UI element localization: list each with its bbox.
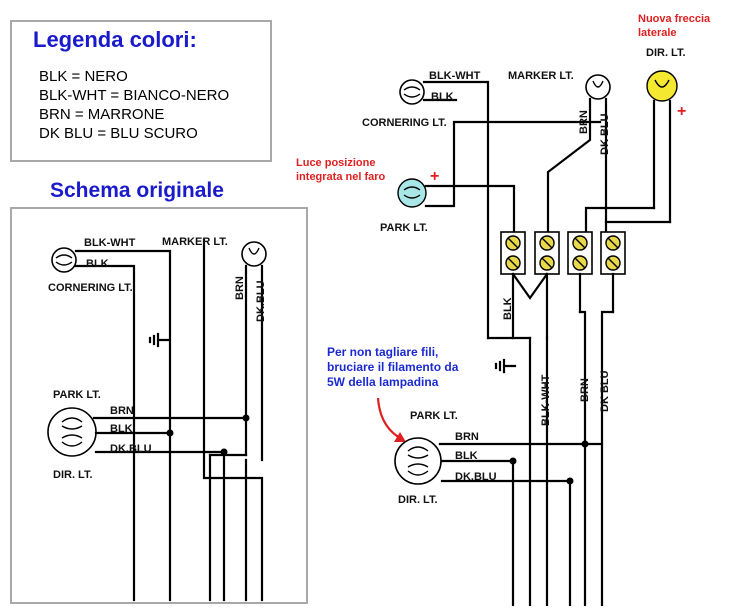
- label-park-2: PARK LT.: [380, 222, 428, 234]
- note-new-dir-1: Nuova freccia: [638, 13, 711, 25]
- legend-line: BRN = MARRONE: [39, 106, 164, 123]
- label-dkblu: DK.BLU: [110, 443, 152, 455]
- label-blk-wht: BLK-WHT: [84, 237, 136, 249]
- arrow-icon: [376, 397, 406, 442]
- legend-title: Legenda colori:: [33, 27, 197, 52]
- park-dir-bulb-icon: [47, 407, 97, 457]
- park-bulb-icon: [397, 178, 427, 208]
- label-dkblu-v: DK BLU: [599, 113, 611, 155]
- note-line-1: Per non tagliare fili,: [327, 345, 438, 359]
- label-blk-wht-2: BLK-WHT: [429, 70, 481, 82]
- plus-sign-2: +: [430, 168, 439, 185]
- legend-line: BLK-WHT = BIANCO-NERO: [39, 87, 229, 104]
- marker-bulb-icon-2: [585, 74, 611, 100]
- new-dir-bulb-icon: [646, 70, 678, 102]
- plus-sign: +: [677, 103, 686, 120]
- marker-bulb-icon: [241, 241, 267, 267]
- legend-line: BLK = NERO: [39, 68, 128, 85]
- cornering-bulb-icon: [51, 247, 77, 273]
- legend-box: Legenda colori: BLK = NERO BLK-WHT = BIA…: [10, 20, 272, 162]
- label-cornering: CORNERING LT.: [48, 282, 133, 294]
- label-dkblu-v2: DK BLU: [599, 370, 611, 412]
- label-blk-v: BLK: [502, 297, 514, 320]
- label-brn: BRN: [110, 405, 134, 417]
- cornering-bulb-icon-2: [399, 79, 425, 105]
- note-line-2: bruciare il filamento da: [327, 360, 459, 374]
- label-brn-vertical: BRN: [234, 276, 246, 300]
- label-brn-v2: BRN: [579, 378, 591, 402]
- ground-icon-2: [494, 358, 517, 374]
- label-marker: MARKER LT.: [162, 236, 228, 248]
- original-schema: BLK-WHT BLK MARKER LT. CORNERING LT. BRN…: [10, 207, 308, 604]
- label-blk2: BLK: [110, 423, 133, 435]
- label-blk-bottom: BLK: [455, 450, 478, 462]
- note-park-1: Luce posizione: [296, 157, 375, 169]
- label-cornering-2: CORNERING LT.: [362, 117, 447, 129]
- ground-icon: [148, 332, 170, 348]
- note-new-dir-2: laterale: [638, 27, 677, 39]
- note-line-3: 5W della lampadina: [327, 375, 439, 389]
- label-dir: DIR. LT.: [53, 469, 93, 481]
- modified-schema: Nuova freccia laterale DIR. LT. + BLK-WH…: [296, 13, 711, 608]
- label-dkblu-vertical: DK.BLU: [255, 280, 267, 322]
- original-title: Schema originale: [50, 179, 224, 202]
- label-park: PARK LT.: [53, 389, 101, 401]
- label-brn-bottom: BRN: [455, 431, 479, 443]
- label-blk: BLK: [86, 258, 109, 270]
- park-dir-bulb-icon-2: [394, 437, 442, 485]
- label-blkwht-v: BLK-WHT: [540, 374, 552, 426]
- label-dir-bottom: DIR. LT.: [398, 494, 438, 506]
- label-park-bottom: PARK LT.: [410, 410, 458, 422]
- connector-block: [500, 231, 626, 275]
- label-blk-2: BLK: [431, 91, 454, 103]
- label-marker-2: MARKER LT.: [508, 70, 574, 82]
- legend-line: DK BLU = BLU SCURO: [39, 125, 198, 142]
- label-dir-top: DIR. LT.: [646, 47, 686, 59]
- label-dkblu-bottom: DK.BLU: [455, 471, 497, 483]
- note-park-2: integrata nel faro: [296, 171, 386, 183]
